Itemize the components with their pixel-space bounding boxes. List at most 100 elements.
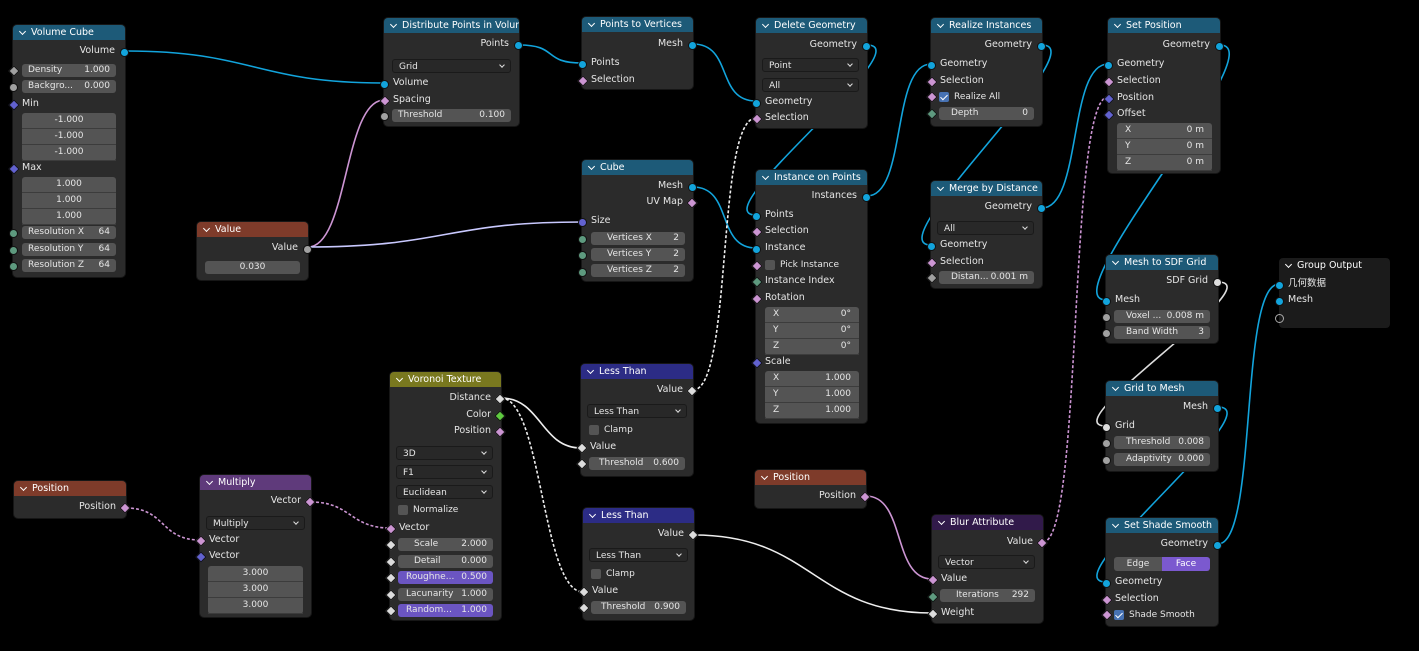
input-socket[interactable] xyxy=(8,65,20,77)
input-socket[interactable] xyxy=(578,235,587,244)
value-field[interactable]: 0.030 xyxy=(205,261,300,274)
empty-socket[interactable] xyxy=(1275,313,1284,323)
randomness-field[interactable]: Random...1.000 xyxy=(398,604,493,617)
node-header[interactable]: Realize Instances xyxy=(931,18,1042,33)
input-socket[interactable] xyxy=(578,59,587,69)
input-socket[interactable] xyxy=(752,211,761,221)
node-header[interactable]: Points to Vertices xyxy=(582,17,693,32)
output-socket[interactable] xyxy=(303,244,312,254)
output-socket[interactable] xyxy=(1213,403,1222,413)
node-header[interactable]: Voronoi Texture xyxy=(390,372,501,387)
node-header[interactable]: Position xyxy=(755,470,866,485)
min-y[interactable]: -1.000 xyxy=(22,129,116,145)
input-socket[interactable] xyxy=(751,113,763,125)
input-socket[interactable] xyxy=(9,83,18,92)
background-field[interactable]: Backgro...0.000 xyxy=(22,80,116,93)
node-header[interactable]: Set Position xyxy=(1108,18,1220,33)
output-socket[interactable] xyxy=(686,385,698,397)
operation-dropdown[interactable]: Less Than xyxy=(587,404,687,418)
mode-dropdown[interactable]: All xyxy=(762,78,859,92)
output-socket[interactable] xyxy=(119,502,131,514)
input-socket[interactable] xyxy=(195,551,207,563)
min-z[interactable]: -1.000 xyxy=(22,145,116,161)
input-socket[interactable] xyxy=(751,293,763,305)
realize-all-checkbox[interactable]: Realize All xyxy=(939,90,1000,104)
shade-smooth-checkbox[interactable]: Shade Smooth xyxy=(1114,608,1195,622)
input-socket[interactable] xyxy=(1103,109,1115,121)
checkbox-box[interactable] xyxy=(591,569,601,579)
node-header[interactable]: Delete Geometry xyxy=(756,18,867,33)
input-socket[interactable] xyxy=(576,442,588,454)
node-set-position[interactable]: Set Position Geometry Geometry Selection… xyxy=(1103,18,1224,173)
input-socket[interactable] xyxy=(379,95,391,107)
min-x[interactable]: -1.000 xyxy=(22,113,116,129)
node-distribute-points[interactable]: Distribute Points in Volume Points Grid … xyxy=(379,18,523,126)
checkbox-box[interactable] xyxy=(398,505,408,515)
node-header[interactable]: Group Output xyxy=(1279,258,1390,273)
distance-field[interactable]: Distan...0.001 m xyxy=(939,271,1034,284)
node-group-output[interactable]: Group Output 几何数据 Mesh xyxy=(1275,258,1390,328)
input-socket[interactable] xyxy=(385,523,397,535)
node-header[interactable]: Mesh to SDF Grid xyxy=(1106,255,1218,270)
vector-z[interactable]: 3.000 xyxy=(208,598,303,614)
output-socket[interactable] xyxy=(494,393,506,405)
output-socket[interactable] xyxy=(1215,41,1224,51)
input-socket[interactable] xyxy=(1102,296,1111,306)
input-socket[interactable] xyxy=(1103,93,1115,105)
input-socket[interactable] xyxy=(9,246,18,255)
node-header[interactable]: Multiply xyxy=(200,475,311,490)
node-header[interactable]: Less Than xyxy=(583,508,694,523)
input-socket[interactable] xyxy=(1102,578,1111,588)
output-socket[interactable] xyxy=(687,529,699,541)
node-header[interactable]: Blur Attribute xyxy=(932,515,1043,530)
voxel-size-field[interactable]: Voxel ...0.008 m xyxy=(1114,310,1210,323)
input-socket[interactable] xyxy=(1275,280,1284,290)
input-socket[interactable] xyxy=(1103,76,1115,88)
output-socket[interactable] xyxy=(514,40,523,50)
input-socket[interactable] xyxy=(578,217,587,227)
output-socket[interactable] xyxy=(494,426,506,438)
roughness-field[interactable]: Roughne...0.500 xyxy=(398,571,493,584)
input-socket[interactable] xyxy=(926,272,938,284)
edge-option[interactable]: Edge xyxy=(1114,557,1162,571)
node-points-to-vertices[interactable]: Points to Vertices Mesh Points Selection xyxy=(577,17,697,89)
output-socket[interactable] xyxy=(862,41,871,51)
input-socket[interactable] xyxy=(751,276,763,288)
node-mesh-to-sdf-grid[interactable]: Mesh to SDF Grid SDF Grid Mesh Voxel ...… xyxy=(1102,255,1222,343)
output-socket[interactable] xyxy=(1037,41,1046,51)
output-socket[interactable] xyxy=(1213,540,1222,550)
node-header[interactable]: Instance on Points xyxy=(756,170,867,185)
input-socket[interactable] xyxy=(578,586,590,598)
mode-dropdown[interactable]: All xyxy=(937,221,1034,235)
pick-instance-checkbox[interactable]: Pick Instance xyxy=(765,258,839,272)
input-socket[interactable] xyxy=(1102,329,1111,338)
input-socket[interactable] xyxy=(380,112,389,121)
input-socket[interactable] xyxy=(578,251,587,260)
node-instance-on-points[interactable]: Instance on Points Instances Points Sele… xyxy=(751,170,871,423)
input-socket[interactable] xyxy=(578,268,587,277)
input-socket[interactable] xyxy=(1102,456,1111,465)
node-voronoi-texture[interactable]: Voronoi Texture Distance Color Position … xyxy=(385,372,506,620)
input-socket[interactable] xyxy=(1275,296,1284,306)
input-socket[interactable] xyxy=(576,458,588,470)
clamp-checkbox[interactable]: Clamp xyxy=(589,423,633,437)
node-blur-attribute[interactable]: Blur Attribute Value Vector Value Iterat… xyxy=(927,515,1048,623)
